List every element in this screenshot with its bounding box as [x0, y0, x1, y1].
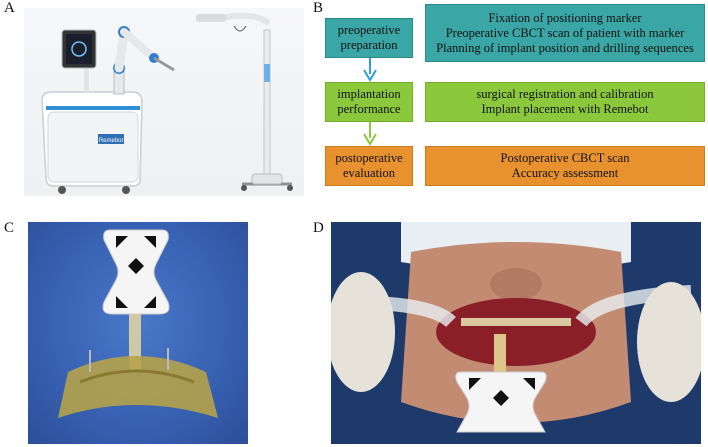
marker-splint-illustration [58, 229, 218, 418]
detail-line: Fixation of positioning marker [488, 10, 642, 25]
step-details-preoperative: Fixation of positioning marker Preoperat… [425, 4, 705, 62]
cart-brand-logo: Remebot [99, 138, 124, 144]
down-arrow-icon [363, 122, 377, 146]
step-label-line: implantation [337, 87, 401, 101]
robot-illustration: Remebot [41, 12, 293, 194]
step-label-line: preparation [340, 38, 398, 52]
positioning-marker-photo [28, 222, 248, 444]
step-postoperative-evaluation: postoperative evaluation [325, 146, 413, 186]
step-label-line: performance [337, 102, 401, 116]
detail-line: Preoperative CBCT scan of patient with m… [445, 25, 685, 40]
panel-label-d: D [313, 220, 324, 236]
detail-line: Postoperative CBCT scan [500, 151, 630, 165]
detail-line: Planning of implant position and drillin… [436, 40, 694, 55]
step-details-implantation: surgical registration and calibration Im… [425, 82, 705, 122]
step-details-postoperative: Postoperative CBCT scan Accuracy assessm… [425, 146, 705, 186]
panel-label-b: B [313, 0, 324, 16]
down-arrow-icon [363, 58, 377, 82]
step-label-line: preoperative [337, 23, 401, 37]
step-label-line: evaluation [342, 166, 396, 180]
panel-label-c: C [4, 220, 15, 236]
detail-line: Accuracy assessment [511, 166, 619, 180]
intraoperative-photo [331, 222, 701, 444]
step-preoperative-preparation: preoperative preparation [325, 18, 413, 58]
panel-label-a: A [4, 0, 15, 16]
detail-line: surgical registration and calibration [476, 87, 654, 101]
detail-line: Implant placement with Remebot [481, 102, 649, 116]
patient-illustration [331, 222, 701, 444]
robot-system-photo: Remebot [24, 8, 304, 196]
step-implantation-performance: implantation performance [325, 82, 413, 122]
step-label-line: postoperative [335, 151, 403, 165]
